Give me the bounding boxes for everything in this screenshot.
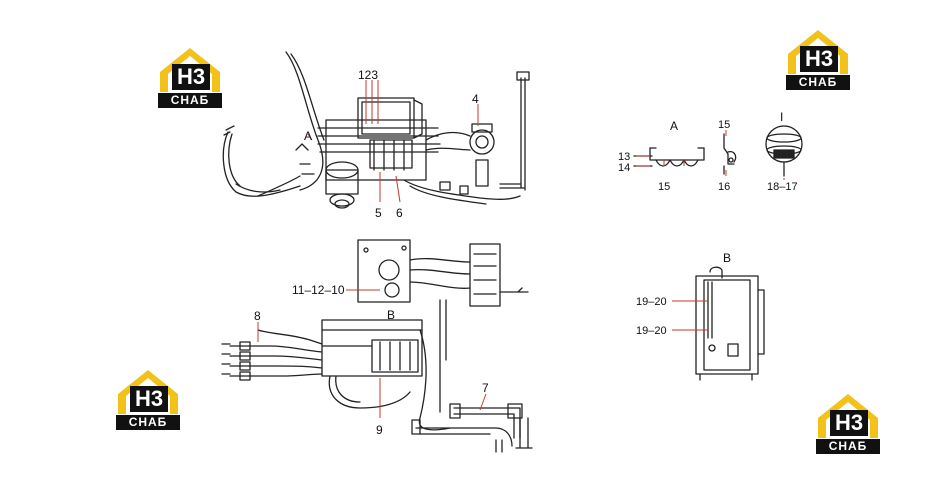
detail-i-sphere <box>765 125 803 177</box>
detail-a-13: 13 <box>618 151 630 163</box>
callout-9: 9 <box>376 423 383 437</box>
logo-bottom-right: H3 СНАБ <box>816 392 880 454</box>
detail-b-label-2: 19–20 <box>636 325 667 337</box>
detail-clip-15: 15 <box>718 119 730 131</box>
detail-a-title: A <box>670 119 678 133</box>
logo-mark: H3 <box>800 46 838 72</box>
detail-i-title: I <box>780 110 783 124</box>
logo-bottom-left: H3 СНАБ <box>116 368 180 430</box>
logo-word: СНАБ <box>158 93 222 108</box>
detail-a-15: 15 <box>658 181 670 193</box>
logo-mark: H3 <box>172 64 210 90</box>
callout-8: 8 <box>254 309 261 323</box>
callout-11-12-10: 11–12–10 <box>292 283 345 297</box>
logo-mark: H3 <box>830 410 868 436</box>
detail-clip <box>723 133 737 175</box>
callout-6: 6 <box>396 206 403 220</box>
lower-assembly <box>221 239 533 453</box>
logo-mark: H3 <box>130 386 168 412</box>
callout-a: A <box>304 129 312 143</box>
callout-b: B <box>387 308 395 322</box>
detail-i-label: 18–17 <box>767 181 798 193</box>
callout-5: 5 <box>375 206 382 220</box>
logo-word: СНАБ <box>116 415 180 430</box>
leader-lines <box>257 80 785 418</box>
logo-top-left: H3 СНАБ <box>158 46 222 108</box>
logo-word: СНАБ <box>786 75 850 90</box>
callout-123: 123 <box>358 68 378 82</box>
callout-labels: 123 4 A 5 6 11–12–10 8 B 9 7 A 13 14 15 … <box>254 68 798 437</box>
top-assembly <box>222 51 530 209</box>
logo-top-right: H3 СНАБ <box>786 28 850 90</box>
callout-4: 4 <box>472 92 479 106</box>
detail-clip-16: 16 <box>718 181 730 193</box>
detail-b-title: B <box>723 251 731 265</box>
detail-a-bracket <box>633 147 705 167</box>
detail-b-tank <box>695 266 765 381</box>
detail-a-14: 14 <box>618 162 630 174</box>
detail-b-label-1: 19–20 <box>636 296 667 308</box>
callout-7: 7 <box>482 381 489 395</box>
logo-word: СНАБ <box>816 439 880 454</box>
